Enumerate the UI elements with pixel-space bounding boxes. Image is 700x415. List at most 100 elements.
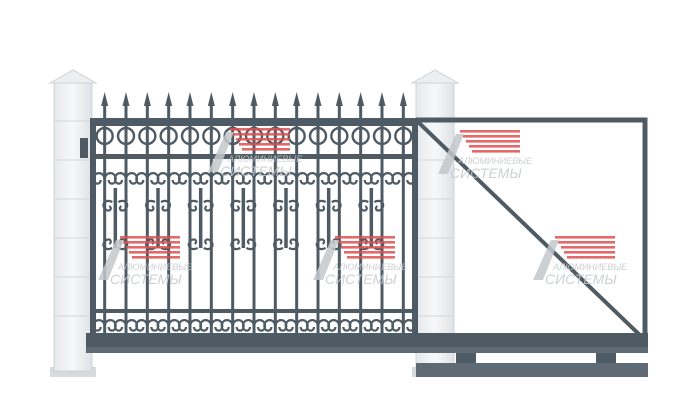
- watermark-stripe: [472, 150, 520, 153]
- watermark-stripe: [132, 256, 180, 259]
- top-ring: [394, 126, 413, 146]
- watermark-stripe: [120, 236, 180, 239]
- watermark-logo-mark: [208, 132, 234, 172]
- mid-scroll-right: [331, 199, 342, 212]
- mid-scroll-lower-right: [203, 238, 214, 251]
- top-ring: [95, 126, 114, 146]
- watermark-stripe: [558, 241, 615, 244]
- watermark-stripe: [460, 130, 520, 133]
- watermark-text-line2: СИСТЕМЫ: [545, 271, 617, 287]
- top-ring: [308, 126, 328, 146]
- watermark-stripe: [123, 241, 180, 244]
- right-pillar-cap: [410, 69, 460, 84]
- spear-tip: [186, 92, 194, 106]
- watermark-stripe: [233, 133, 290, 136]
- watermark-logo-mark: [313, 240, 339, 280]
- foundation-rail: [416, 363, 648, 377]
- watermark-text-line1: АЛЮМИНИЕВЫЕ: [457, 156, 533, 166]
- watermark-stripe: [236, 138, 290, 141]
- watermark-text-line1: АЛЮМИНИЕВЫЕ: [227, 154, 303, 164]
- watermark-stripe: [561, 246, 615, 249]
- watermark-stripe: [129, 251, 180, 254]
- top-ring: [138, 126, 157, 146]
- top-ring: [287, 126, 306, 146]
- watermark-layer: АЛЮМИНИЕВЫЕСИСТЕМЫАЛЮМИНИЕВЫЕСИСТЕМЫАЛЮМ…: [98, 128, 628, 287]
- bottom-beam: [86, 333, 648, 377]
- watermark-text-line2: СИСТЕМЫ: [110, 271, 182, 287]
- gate-panel: [90, 92, 418, 333]
- mid-scroll-right: [245, 199, 257, 212]
- spear-tip: [357, 92, 365, 106]
- watermark-logo-mark: [438, 134, 464, 174]
- watermark-stripe: [338, 241, 395, 244]
- spear-tip: [101, 92, 109, 106]
- mid-scroll-left: [230, 199, 241, 212]
- mid-scroll-left: [102, 199, 113, 212]
- right-pillar: [410, 69, 460, 377]
- watermark-stripe: [469, 145, 520, 148]
- top-ring: [351, 126, 370, 146]
- mid-scroll-right: [117, 199, 129, 212]
- top-ring: [330, 126, 349, 146]
- panel-left-stile: [90, 118, 96, 333]
- mid-scroll-lower-left: [187, 238, 199, 251]
- roller-1: [456, 353, 476, 363]
- top-ring: [116, 126, 136, 146]
- spear-tip: [378, 92, 386, 106]
- mid-scroll-lower-right: [288, 238, 299, 251]
- mid-scroll-right: [288, 199, 299, 212]
- left-pillar-base: [50, 367, 96, 377]
- spear-tip: [143, 92, 151, 106]
- right-pillar-body: [415, 82, 455, 372]
- spear-tip: [165, 92, 173, 106]
- roller-2: [596, 353, 616, 363]
- spear-tip: [271, 92, 279, 106]
- spear-tip: [314, 92, 322, 106]
- watermark-text-line1: АЛЮМИНИЕВЫЕ: [552, 262, 628, 272]
- watermark-stripe: [567, 256, 615, 259]
- spear-tip: [229, 92, 237, 106]
- spear-tip: [293, 92, 301, 106]
- mid-scroll-right: [203, 199, 214, 212]
- watermark-stripe: [463, 135, 520, 138]
- watermark-logo-mark: [98, 240, 124, 280]
- watermark-stripe: [230, 128, 290, 131]
- watermark-text-line1: АЛЮМИНИЕВЫЕ: [117, 262, 193, 272]
- gate-latch: [80, 138, 88, 158]
- spear-tip: [250, 92, 258, 106]
- mid-scroll-lower-left: [230, 238, 241, 251]
- watermark-stripe: [335, 236, 395, 239]
- mid-scroll-left: [187, 199, 199, 212]
- mid-scroll-right: [373, 199, 385, 212]
- watermark-stripe: [347, 256, 395, 259]
- spear-tip: [399, 92, 407, 106]
- watermark-text-line1: АЛЮМИНИЕВЫЕ: [332, 262, 408, 272]
- mid-scroll-left: [315, 199, 327, 212]
- mid-scroll-left: [145, 199, 156, 212]
- mid-scroll-lower-left: [273, 238, 284, 251]
- panel-right-stile: [412, 118, 418, 333]
- watermark-stripe: [555, 236, 615, 239]
- mid-scroll-right: [160, 199, 171, 212]
- watermark-text-line2: СИСТЕМЫ: [220, 163, 292, 179]
- spear-tip: [122, 92, 130, 106]
- mid-scroll-lower-left: [315, 238, 327, 251]
- top-ring: [180, 126, 200, 146]
- left-pillar-joints: [54, 120, 92, 317]
- mid-scroll-left: [358, 199, 369, 212]
- watermark-stripe: [466, 140, 520, 143]
- top-ring: [159, 126, 178, 146]
- watermark-stripe: [242, 148, 290, 151]
- spear-tip: [335, 92, 343, 106]
- left-pillar-cap: [48, 69, 98, 84]
- spear-tip: [207, 92, 215, 106]
- watermark-stripe: [341, 246, 395, 249]
- mid-scroll-lower-right: [245, 238, 257, 251]
- mid-scroll-lower-left: [102, 238, 113, 251]
- mid-scroll-left: [273, 199, 284, 212]
- watermark-stripe: [564, 251, 615, 254]
